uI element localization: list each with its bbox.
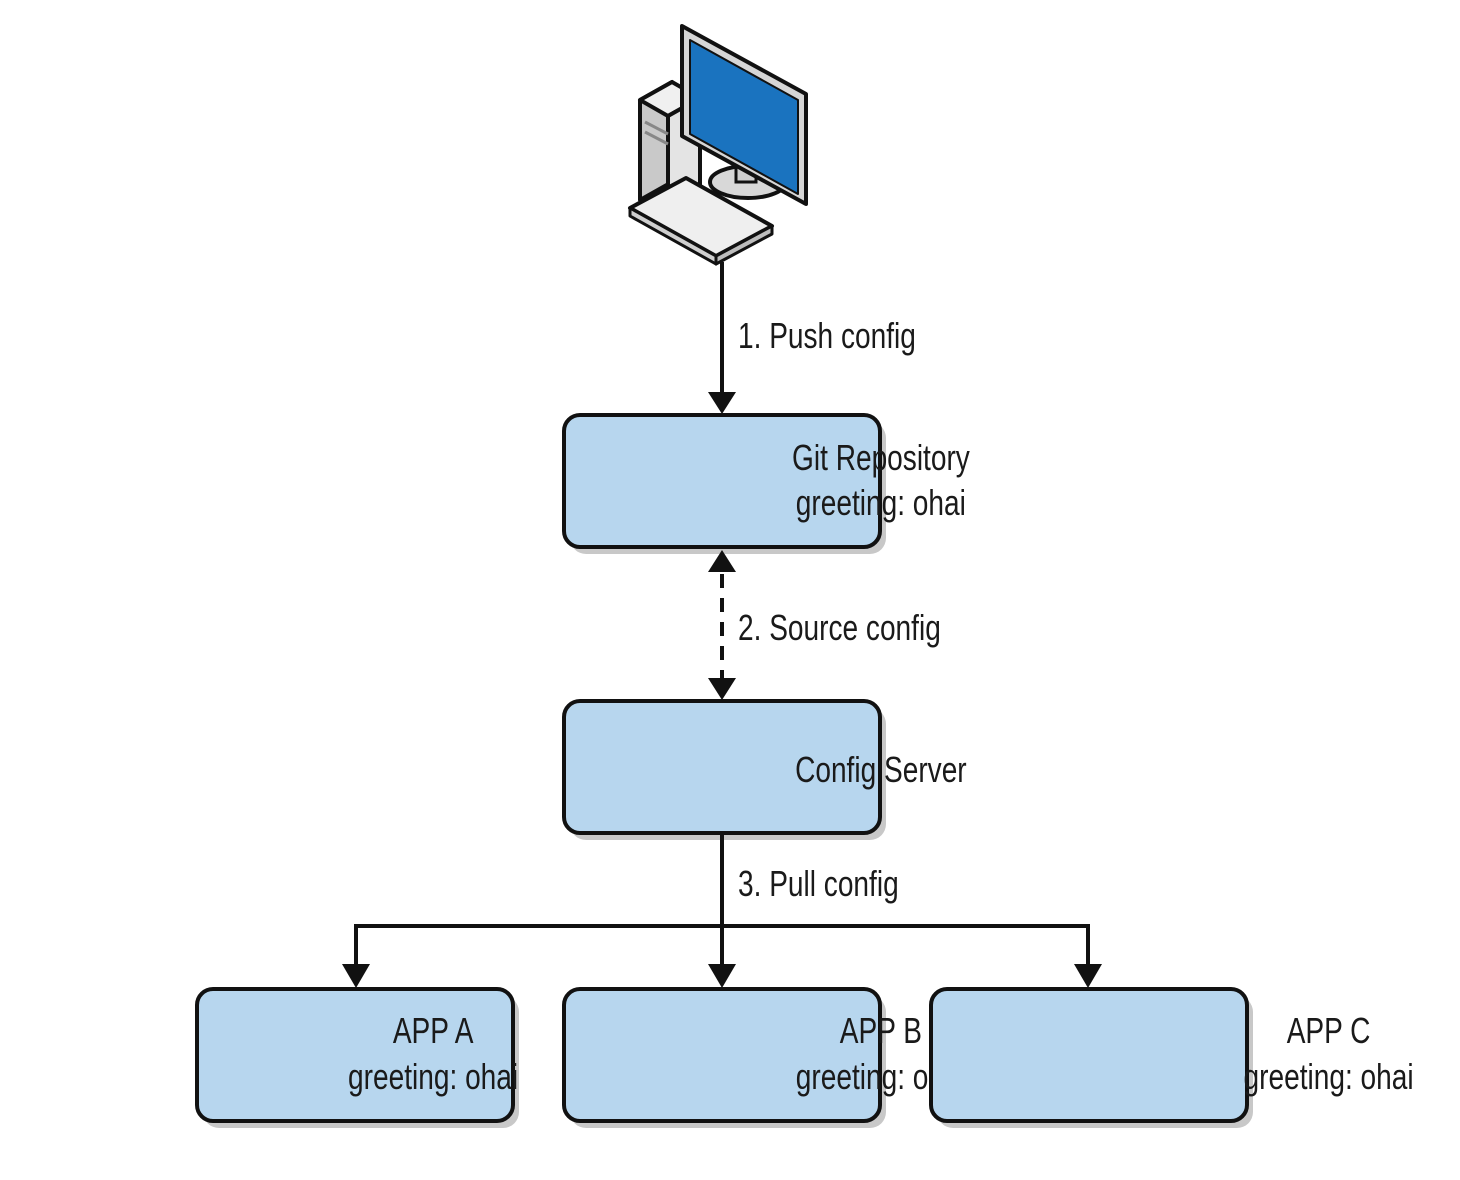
edge-push-config: 1. Push config (708, 262, 916, 414)
app-a-title: APP A (393, 1011, 474, 1051)
node-config-server: Config Server (562, 699, 967, 840)
git-repository-title: Git Repository (792, 438, 971, 478)
node-app-c: APP C greeting: ohai (929, 987, 1414, 1128)
node-git-repository: Git Repository greeting: ohai (562, 413, 971, 554)
node-app-b: APP B greeting: ohai (562, 987, 966, 1128)
app-b-title: APP B (840, 1011, 922, 1051)
app-a-greeting: greeting: ohai (348, 1057, 518, 1097)
edge-label-push: 1. Push config (738, 316, 916, 356)
app-c-greeting: greeting: ohai (1244, 1057, 1414, 1097)
node-app-a: APP A greeting: ohai (195, 987, 519, 1128)
git-repository-greeting: greeting: ohai (796, 483, 966, 523)
desktop-computer-icon (628, 24, 808, 266)
app-c-title: APP C (1287, 1011, 1371, 1051)
edge-label-pull: 3. Pull config (738, 864, 899, 904)
edge-label-source: 2. Source config (738, 608, 941, 648)
edge-source-config: 2. Source config (708, 550, 941, 700)
config-server-title: Config Server (795, 750, 967, 790)
edge-pull-config: 3. Pull config (342, 835, 1102, 988)
